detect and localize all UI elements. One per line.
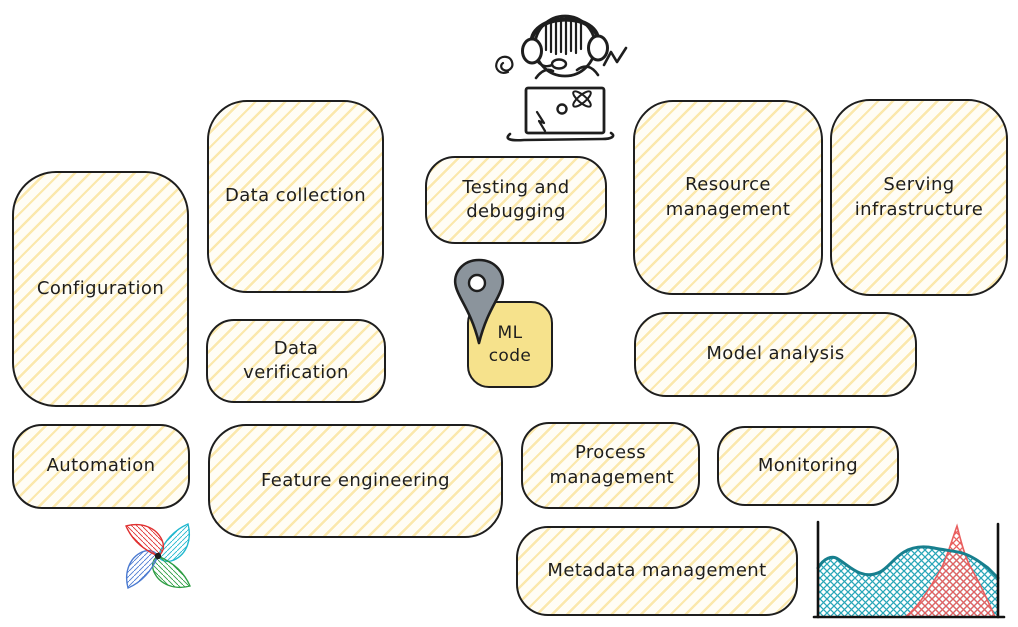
box-label: Data collection	[224, 185, 367, 207]
box-configuration: Configuration	[12, 171, 189, 407]
box-data-collection: Data collection	[207, 100, 384, 293]
box-label: Process management	[549, 442, 675, 488]
box-label: Feature engineering	[260, 469, 451, 491]
box-data-verification: Data verification	[206, 319, 386, 403]
box-label: Serving infrastructure	[854, 174, 984, 220]
box-serving-infrastructure: Serving infrastructure	[830, 99, 1008, 296]
map-pin-icon	[453, 258, 505, 345]
box-label: Testing and debugging	[462, 176, 570, 222]
person-laptop-doodle	[495, 14, 628, 142]
box-automation: Automation	[12, 424, 190, 509]
box-label: Automation	[46, 455, 156, 477]
red-distribution-area	[902, 523, 997, 618]
box-label: Monitoring	[757, 454, 859, 476]
box-label: Resource management	[665, 174, 791, 220]
chart-axes	[812, 520, 1006, 619]
teal-curve-outline	[816, 545, 1000, 580]
box-feature-engineering: Feature engineering	[208, 424, 503, 538]
box-monitoring: Monitoring	[717, 426, 899, 506]
box-label: ML code	[488, 322, 532, 366]
box-testing-and-debugging: Testing and debugging	[425, 156, 607, 244]
box-metadata-management: Metadata management	[516, 526, 798, 616]
box-label: Model analysis	[706, 343, 845, 365]
distribution-chart-doodle	[812, 520, 1006, 619]
box-label: Metadata management	[547, 559, 767, 581]
box-process-management: Process management	[521, 422, 700, 509]
box-resource-management: Resource management	[633, 100, 823, 295]
box-label: Configuration	[36, 277, 165, 299]
box-model-analysis: Model analysis	[634, 312, 917, 397]
pinwheel-icon	[125, 523, 191, 589]
box-label: Data verification	[243, 337, 349, 383]
